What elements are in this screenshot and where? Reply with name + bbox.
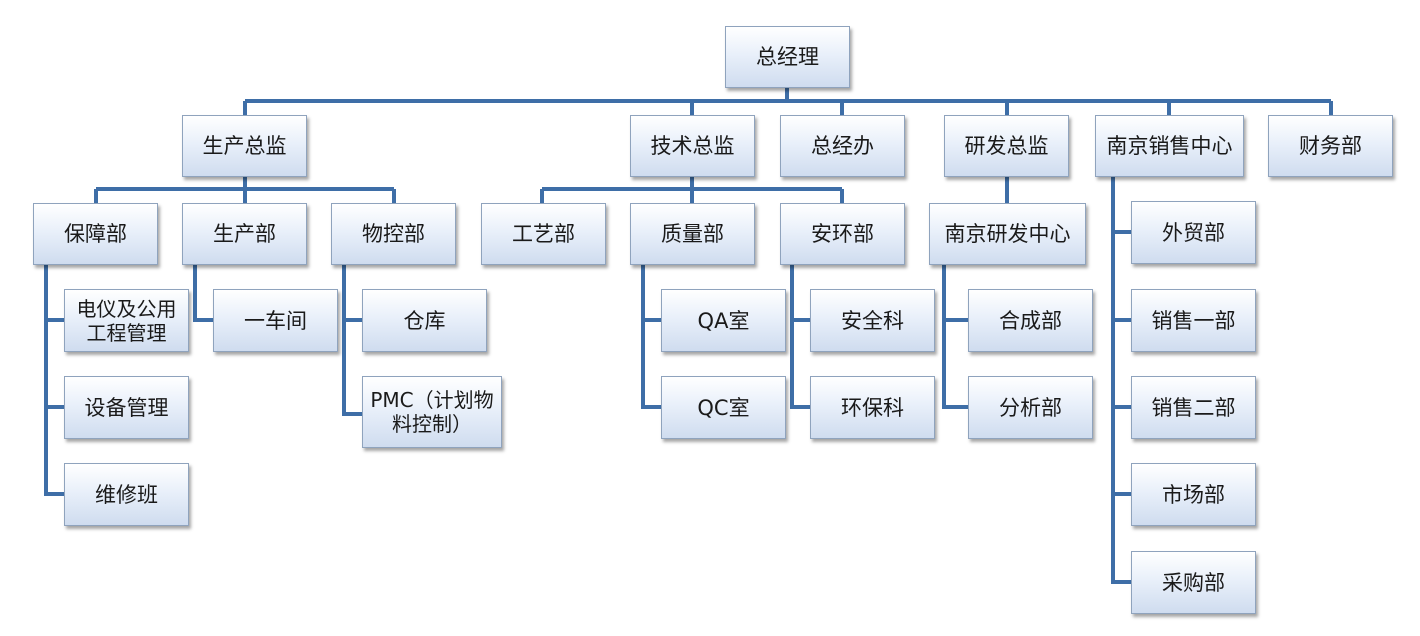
node-tech-director: 技术总监: [630, 115, 755, 177]
node-electrical-public-eng: 电仪及公用工程管理: [64, 289, 189, 352]
node-warehouse: 仓库: [362, 289, 487, 352]
node-gm-office: 总经办: [780, 115, 905, 177]
node-env-section: 环保科: [810, 376, 935, 439]
node-purchasing-dept: 采购部: [1131, 551, 1256, 614]
node-foreign-trade: 外贸部: [1131, 201, 1256, 264]
node-repair-team: 维修班: [64, 463, 189, 526]
node-nanjing-rd-center: 南京研发中心: [929, 203, 1086, 265]
node-synthesis-dept: 合成部: [968, 289, 1093, 352]
node-analysis-dept: 分析部: [968, 376, 1093, 439]
node-finance: 财务部: [1268, 115, 1393, 177]
node-equipment-mgmt: 设备管理: [64, 376, 189, 439]
node-workshop-1: 一车间: [213, 289, 338, 352]
node-material-control-dept: 物控部: [331, 203, 456, 265]
node-safety-env-dept: 安环部: [780, 203, 905, 265]
node-production-director: 生产总监: [182, 115, 307, 177]
node-qc-room: QC室: [661, 376, 786, 439]
node-safety-section: 安全科: [810, 289, 935, 352]
node-rd-director: 研发总监: [944, 115, 1069, 177]
node-qa-room: QA室: [661, 289, 786, 352]
node-maintenance-dept: 保障部: [33, 203, 158, 265]
node-quality-dept: 质量部: [630, 203, 755, 265]
node-production-dept: 生产部: [182, 203, 307, 265]
node-pmc: PMC（计划物料控制）: [362, 376, 502, 448]
node-nanjing-sales-center: 南京销售中心: [1095, 115, 1244, 177]
node-process-dept: 工艺部: [481, 203, 606, 265]
node-sales-2: 销售二部: [1131, 376, 1256, 439]
node-sales-1: 销售一部: [1131, 289, 1256, 352]
node-ceo: 总经理: [725, 26, 850, 88]
node-market-dept: 市场部: [1131, 463, 1256, 526]
